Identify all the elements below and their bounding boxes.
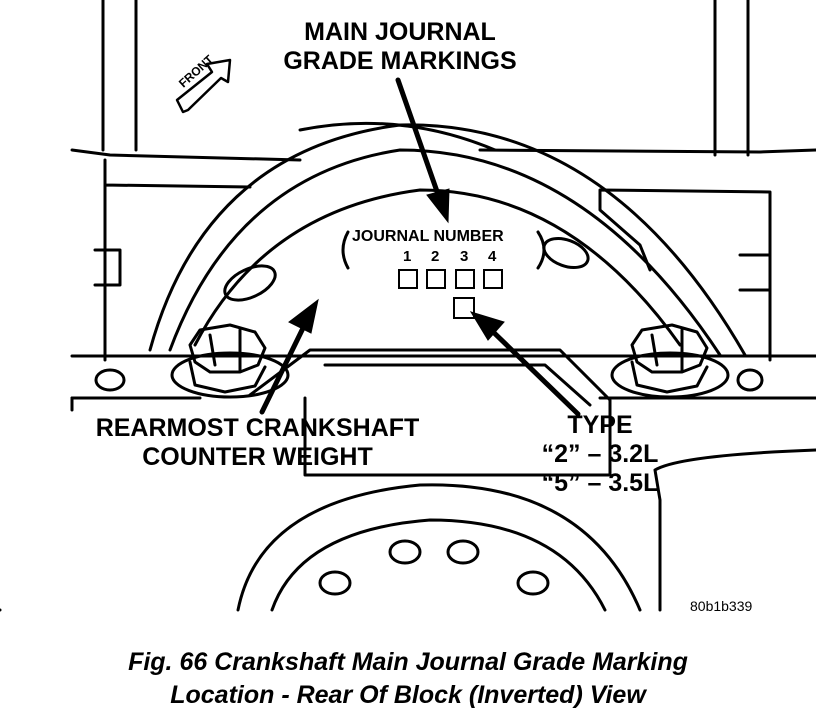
journal-digit-1: 1 (403, 248, 412, 265)
right-bolt (630, 323, 709, 394)
counterweight-top-lip (298, 121, 497, 152)
counterweight-hole-left (223, 264, 277, 302)
right-rail-hole (736, 368, 764, 392)
flywheel-hole-3 (446, 539, 480, 565)
figure-caption-line1: Fig. 66 Crankshaft Main Journal Grade Ma… (128, 648, 688, 676)
arrow-type-head (469, 311, 505, 341)
journal-digit-2: 2 (431, 248, 440, 265)
flywheel-hole-1 (318, 570, 352, 596)
arrow-main-journal-shaft (395, 77, 443, 203)
figure-code: 80b1b339 (690, 598, 753, 614)
main-journal-label-line2: GRADE MARKINGS (283, 47, 517, 75)
arrow-main-journal-head (426, 188, 450, 224)
arrow-rearmost-head (288, 298, 319, 334)
journal-box-2 (426, 269, 446, 289)
journal-digit-3: 3 (460, 248, 469, 265)
journal-box-4 (483, 269, 503, 289)
flywheel-hole-4 (516, 570, 550, 596)
front-arrow-icon (175, 58, 232, 114)
figure-caption-line2: Location - Rear Of Block (Inverted) View (170, 681, 646, 709)
cap-center-boss (248, 348, 612, 477)
journal-box-1 (398, 269, 418, 289)
engine-block-illustration (0, 0, 816, 612)
journal-digit-4: 4 (488, 248, 497, 265)
left-rail-hole (94, 368, 126, 392)
journal-box-3 (455, 269, 475, 289)
cap-center-inner (323, 363, 592, 407)
counterweight-inner-arc (168, 148, 722, 357)
cap-right-step (738, 253, 772, 292)
block-top-ledge (70, 148, 816, 162)
arrow-type-shaft (484, 323, 581, 417)
flywheel-inner-arc (270, 518, 607, 612)
rearmost-counterweight-label: REARMOST CRANKSHAFT COUNTER WEIGHT (60, 414, 455, 472)
journal-number-bracket-right (536, 230, 546, 270)
callout-arrows (259, 77, 581, 417)
arrow-rearmost-shaft (259, 319, 309, 415)
rearmost-label-line2: COUNTER WEIGHT (142, 443, 373, 471)
flywheel-outer-arc (236, 483, 642, 612)
type-label: TYPE “2” – 3.2L “5” – 3.5L (505, 411, 695, 498)
main-journal-label: MAIN JOURNAL GRADE MARKINGS (250, 18, 550, 76)
flywheel-hole-2 (388, 539, 422, 565)
cap-left-step (93, 248, 122, 287)
right-bolt-washer (610, 351, 730, 399)
journal-number-label: JOURNAL NUMBER (352, 228, 504, 245)
journal-number-bracket-left (341, 230, 350, 270)
counterweight-hole-right (542, 236, 590, 270)
type-line-1: “2” – 3.2L (541, 440, 659, 468)
type-line-2: “5” – 3.5L (541, 469, 659, 497)
main-journal-label-line1: MAIN JOURNAL (304, 18, 496, 46)
left-bolt-washer (170, 351, 290, 399)
rearmost-label-line1: REARMOST CRANKSHAFT (95, 414, 420, 442)
lower-right-block (653, 448, 816, 612)
type-heading: TYPE (567, 411, 633, 439)
type-box (453, 297, 475, 319)
bearing-cap-outline (103, 158, 772, 362)
